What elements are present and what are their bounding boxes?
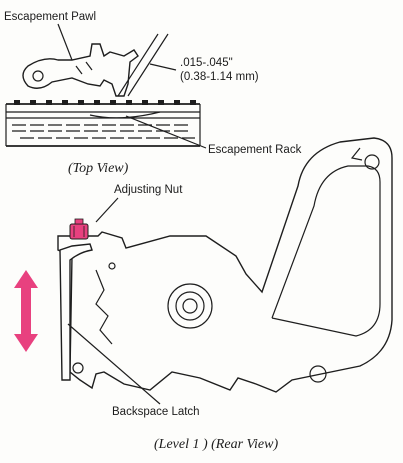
- hole-bottom-right: [309, 365, 327, 383]
- pawl-leader: [57, 23, 73, 61]
- clearance-indicator: [117, 33, 177, 97]
- caption-rear-view: (Level 1 ) (Rear View): [154, 437, 278, 452]
- rack-leader: [125, 115, 207, 149]
- adjusting-nut-leader: [95, 197, 119, 223]
- center-pivot: [167, 283, 213, 329]
- adjusting-nut: [69, 218, 89, 240]
- double-arrow-vertical-icon: [14, 270, 38, 352]
- rear-view-group: Adjusting Nut Backspace Latch (Level 1 )…: [14, 137, 393, 452]
- top-view-group: Escapement Pawl .015-.045" (0.38-1.14 mm…: [4, 11, 302, 176]
- rack-teeth: [14, 100, 196, 105]
- label-adjusting-nut: Adjusting Nut: [114, 184, 183, 196]
- label-escapement-rack: Escapement Rack: [208, 144, 302, 156]
- label-clearance-mm: (0.38-1.14 mm): [180, 71, 259, 83]
- hole-top-right: [364, 154, 380, 170]
- escapement-rack: [5, 100, 201, 147]
- plate-notch: [350, 147, 363, 161]
- backspace-latch: [59, 243, 113, 381]
- hole-left: [108, 262, 116, 270]
- caption-top-view: (Top View): [68, 161, 129, 176]
- label-escapement-pawl: Escapement Pawl: [4, 11, 96, 23]
- label-backspace-latch: Backspace Latch: [112, 406, 200, 418]
- label-clearance-in: .015-.045": [180, 57, 233, 69]
- hole-bottom-left: [72, 362, 84, 374]
- escapement-pawl: [22, 43, 139, 97]
- main-plate: [57, 137, 393, 393]
- plate-edge-detail: [271, 165, 381, 337]
- backspace-latch-leader: [67, 323, 161, 405]
